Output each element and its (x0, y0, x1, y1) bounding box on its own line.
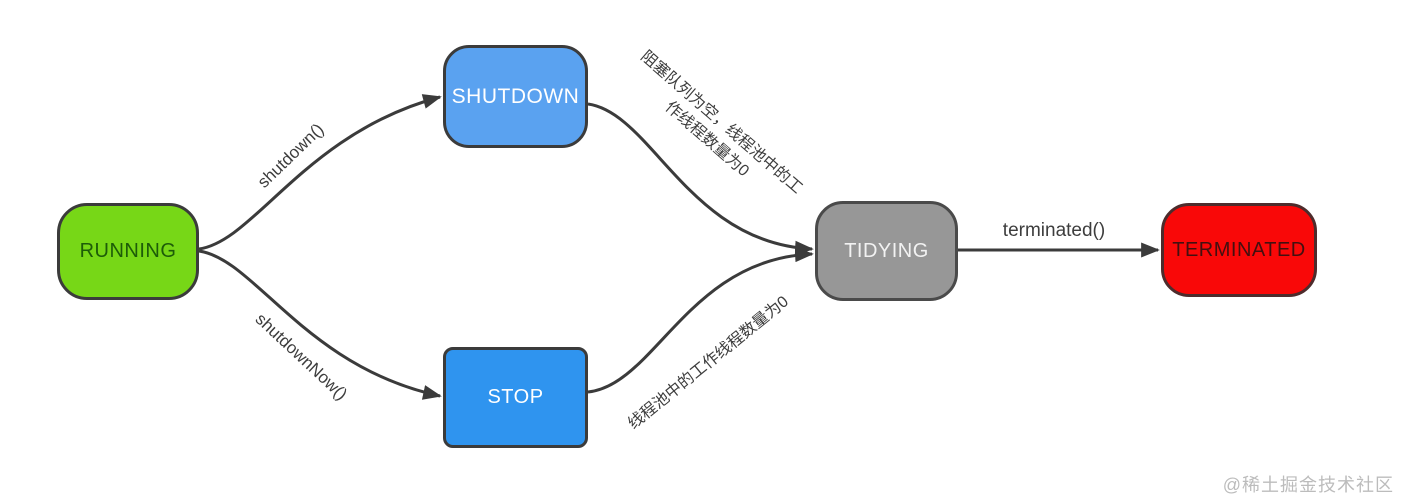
state-node-tidying: TIDYING (815, 201, 958, 301)
state-node-shutdown: SHUTDOWN (443, 45, 588, 148)
state-node-running: RUNNING (57, 203, 199, 300)
state-label-tidying: TIDYING (844, 239, 929, 262)
edge-running-to-shutdown (198, 94, 442, 251)
state-label-running: RUNNING (79, 240, 177, 262)
state-label-terminated: TERMINATED (1172, 238, 1306, 261)
state-node-stop: STOP (443, 347, 588, 448)
state-label-stop: STOP (487, 386, 544, 408)
edge-label-terminated: terminated() (1002, 220, 1106, 241)
state-node-terminated: TERMINATED (1161, 203, 1317, 297)
watermark: @稀土掘金技术社区 (1222, 475, 1394, 495)
edge-stop-to-tidying (587, 247, 814, 394)
edge-shutdown-to-tidying (587, 102, 814, 256)
state-label-shutdown: SHUTDOWN (451, 84, 580, 108)
edge-running-to-stop (198, 249, 442, 400)
